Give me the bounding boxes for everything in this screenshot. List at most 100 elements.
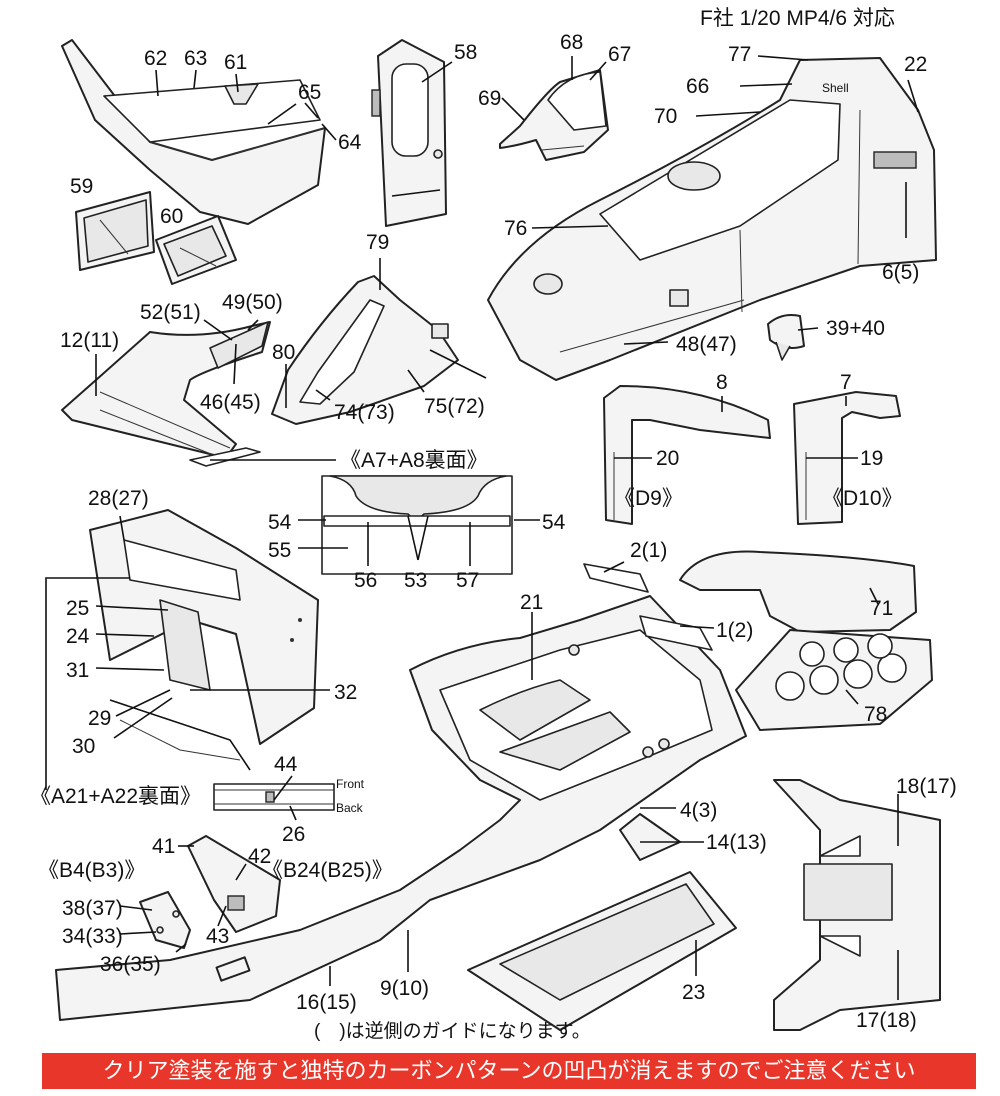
label-19: 19	[860, 447, 884, 470]
label-61: 61	[224, 51, 248, 74]
label-80: 80	[272, 341, 296, 364]
label-74-73: 74(73)	[334, 401, 395, 424]
label-79: 79	[366, 231, 390, 254]
part-28-rear-wing	[89, 509, 319, 771]
part-60-panel	[155, 215, 237, 285]
label-44: 44	[274, 753, 298, 776]
part-59-panel	[75, 191, 155, 271]
label-21: 21	[520, 591, 544, 614]
part-39-40	[767, 314, 805, 361]
part-68-67-69-bracket	[499, 69, 609, 161]
label-14-13: 14(13)	[706, 831, 767, 854]
label-b4-b3: 《B4(B3)》	[38, 859, 146, 882]
label-70: 70	[654, 105, 678, 128]
label-43: 43	[206, 925, 230, 948]
label-24: 24	[66, 625, 90, 648]
label-36-35: 36(35)	[100, 953, 161, 976]
label-22: 22	[904, 53, 928, 76]
label-77: 77	[728, 43, 752, 66]
label-64: 64	[338, 131, 362, 154]
label-6-5: 6(5)	[882, 261, 920, 284]
label-38-37: 38(37)	[62, 897, 123, 920]
label-75-72: 75(72)	[424, 395, 485, 418]
label-17-18: 17(18)	[856, 1009, 917, 1032]
label-4-3: 4(3)	[680, 799, 718, 822]
part-12-front-wing	[61, 321, 271, 467]
label-d10: 《D10》	[822, 487, 903, 510]
label-42: 42	[248, 845, 272, 868]
label-63: 63	[184, 47, 208, 70]
part-4-14-fin	[619, 813, 681, 861]
label-18-17: 18(17)	[896, 775, 957, 798]
label-68: 68	[560, 31, 584, 54]
label-1-2: 1(2)	[716, 619, 754, 642]
label-54-left: 54	[268, 511, 292, 534]
label-20: 20	[656, 447, 680, 470]
label-29: 29	[88, 707, 112, 730]
label-76: 76	[504, 217, 528, 240]
label-25: 25	[66, 597, 90, 620]
label-26: 26	[282, 823, 306, 846]
label-41: 41	[152, 835, 176, 858]
label-52-51: 52(51)	[140, 301, 201, 324]
label-57: 57	[456, 569, 480, 592]
label-2-1: 2(1)	[630, 539, 668, 562]
label-49-50: 49(50)	[222, 291, 283, 314]
part-38-34-36-plate	[139, 891, 191, 949]
label-55: 55	[268, 539, 292, 562]
label-30: 30	[72, 735, 96, 758]
label-71: 71	[870, 597, 894, 620]
part-8-20-sidepod	[603, 385, 771, 525]
leader-lines	[45, 55, 919, 1000]
part-58-frame	[371, 39, 447, 227]
label-a21-a22: 《A21+A22裏面》	[30, 785, 201, 808]
label-78: 78	[864, 703, 888, 726]
label-69: 69	[478, 87, 502, 110]
label-a7-a8: 《A7+A8裏面》	[340, 449, 488, 472]
label-31: 31	[66, 659, 90, 682]
label-34-33: 34(33)	[62, 925, 123, 948]
part-16-15-strip	[215, 956, 251, 982]
part-71-airbox	[679, 550, 917, 633]
title-compatibility: F社 1/20 MP4/6 対応	[700, 7, 895, 30]
label-54-right: 54	[542, 511, 566, 534]
part-79-nose	[271, 275, 487, 425]
label-9-10: 9(10)	[380, 977, 430, 1000]
label-8: 8	[716, 371, 728, 394]
label-28-27: 28(27)	[88, 487, 149, 510]
label-d9: 《D9》	[614, 487, 683, 510]
part-78-tray	[735, 629, 933, 731]
label-12-11: 12(11)	[60, 329, 120, 352]
label-56: 56	[354, 569, 378, 592]
label-23: 23	[682, 981, 706, 1004]
part-41-42-plate	[187, 835, 281, 933]
part-23-floor-pan	[467, 871, 737, 1031]
label-46-45: 46(45)	[200, 391, 261, 414]
label-16-15: 16(15)	[296, 991, 357, 1014]
part-7-19-sidepod	[793, 391, 901, 525]
label-67: 67	[608, 43, 632, 66]
label-58: 58	[454, 41, 478, 64]
label-53: 53	[404, 569, 428, 592]
label-66: 66	[686, 75, 710, 98]
label-39-40: 39+40	[826, 317, 885, 340]
shell-logo: Shell	[822, 81, 849, 95]
label-32: 32	[334, 681, 358, 704]
part-76-main-tub	[487, 57, 937, 381]
detail-a21-a22-back	[213, 783, 335, 811]
label-back: Back	[336, 801, 363, 815]
label-60: 60	[160, 205, 184, 228]
label-7: 7	[840, 371, 852, 394]
label-48-47: 48(47)	[676, 333, 737, 356]
label-59: 59	[70, 175, 94, 198]
part-18-17-diffuser	[773, 779, 941, 1031]
footnote-reverse-guide: ( )は逆側のガイドになります。	[314, 1021, 591, 1042]
label-65: 65	[298, 81, 322, 104]
label-front: Front	[336, 777, 365, 791]
label-62: 62	[144, 47, 168, 70]
warning-banner: クリア塗装を施すと独特のカーボンパターンの凹凸が消えますのでご注意ください	[42, 1053, 976, 1089]
label-b24-b25: 《B24(B25)》	[262, 859, 393, 882]
detail-a7-a8-back	[321, 475, 513, 575]
part-21-undertray	[55, 563, 747, 1021]
